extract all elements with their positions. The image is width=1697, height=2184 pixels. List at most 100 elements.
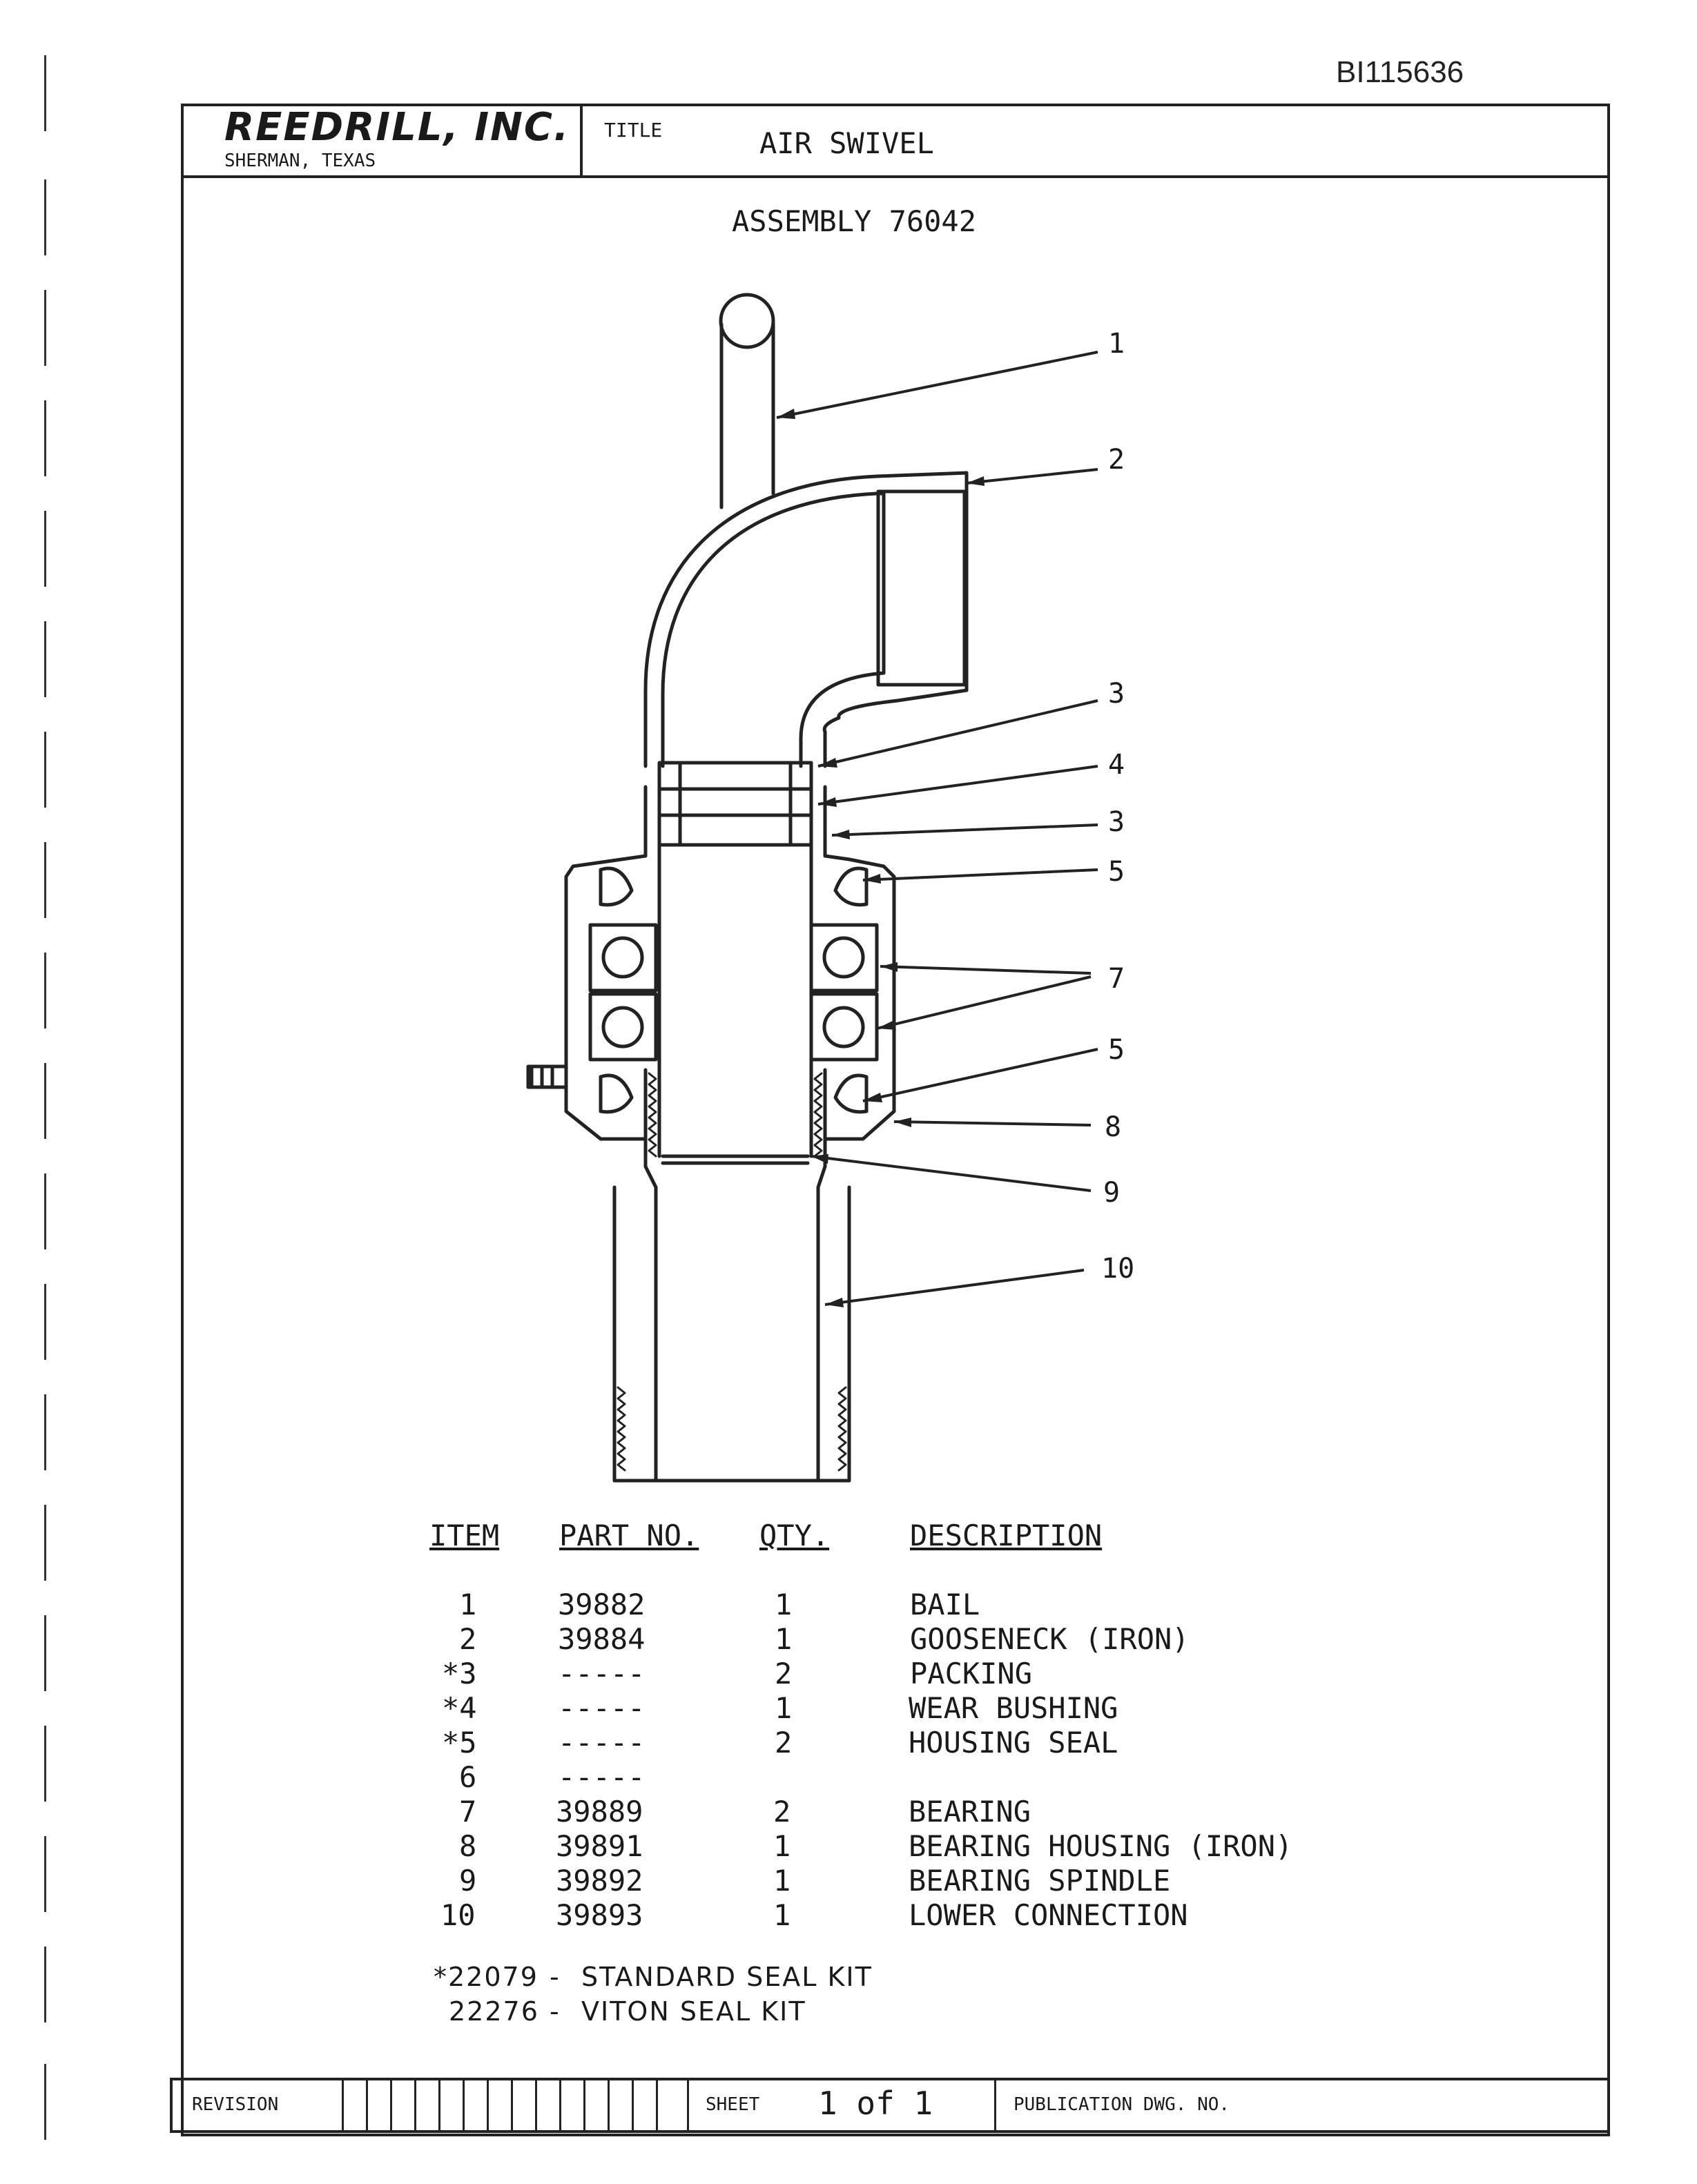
revision-cell-divider xyxy=(487,2078,489,2133)
revision-label: REVISION xyxy=(192,2094,279,2115)
part-no-cell: ----- xyxy=(558,1657,646,1690)
margin-mark xyxy=(44,1505,46,1581)
qty-cell: 1 xyxy=(773,1864,791,1898)
column-header-part-no: PART NO. xyxy=(559,1519,699,1552)
callout-number: 7 xyxy=(1108,963,1125,995)
part-no-cell: 39892 xyxy=(556,1864,643,1898)
callout-number: 2 xyxy=(1108,444,1125,476)
item-cell: 6 xyxy=(459,1760,477,1794)
kit-name: STANDARD SEAL KIT xyxy=(581,1962,873,1992)
revision-cell-divider xyxy=(632,2078,634,2133)
company-location: SHERMAN, TEXAS xyxy=(224,150,376,171)
item-cell: *4 xyxy=(442,1691,477,1725)
qty-cell: 2 xyxy=(775,1726,793,1759)
part-no-cell: 39884 xyxy=(558,1622,646,1656)
description-cell: HOUSING SEAL xyxy=(909,1726,1118,1759)
sheet-number: 1 of 1 xyxy=(818,2085,933,2122)
description-cell: WEAR BUSHING xyxy=(909,1691,1118,1725)
part-no-cell: ----- xyxy=(558,1726,646,1759)
qty-cell: 1 xyxy=(775,1622,793,1656)
margin-mark xyxy=(44,1947,46,2022)
description-cell: LOWER CONNECTION xyxy=(909,1898,1188,1932)
company-name: REEDRILL, INC. xyxy=(224,105,570,150)
column-header-item: ITEM xyxy=(429,1519,500,1552)
column-header-qty: QTY. xyxy=(759,1519,830,1552)
grease-fitting xyxy=(526,1064,568,1089)
revision-block xyxy=(170,2078,1610,2133)
qty-cell: 1 xyxy=(773,1829,791,1863)
revision-cell-divider xyxy=(687,2078,689,2133)
margin-mark xyxy=(44,953,46,1028)
part-no-cell: 39882 xyxy=(558,1588,646,1621)
qty-cell: 2 xyxy=(775,1657,793,1690)
revision-cell-divider xyxy=(366,2078,368,2133)
item-cell: 1 xyxy=(459,1588,477,1621)
margin-mark xyxy=(44,511,46,587)
part-no-cell: 39889 xyxy=(556,1795,643,1829)
callout-number: 5 xyxy=(1108,1034,1125,1066)
description-cell: BAIL xyxy=(910,1588,980,1621)
callout-number: 9 xyxy=(1103,1177,1121,1209)
item-cell: 10 xyxy=(440,1898,476,1932)
qty-cell: 1 xyxy=(773,1898,791,1932)
drawing-title: AIR SWIVEL xyxy=(759,126,934,160)
gooseneck-inner xyxy=(661,491,886,768)
revision-cell-divider xyxy=(583,2078,585,2133)
description-cell: BEARING SPINDLE xyxy=(909,1864,1171,1898)
gooseneck-outer xyxy=(643,471,969,768)
kit-separator: - xyxy=(550,1996,561,2027)
margin-mark xyxy=(44,842,46,918)
item-cell: 2 xyxy=(459,1622,477,1656)
item-cell: *5 xyxy=(442,1726,477,1759)
revision-cell-divider xyxy=(342,2078,344,2133)
qty-cell: 1 xyxy=(775,1691,793,1725)
margin-mark xyxy=(44,55,46,131)
margin-mark xyxy=(44,1284,46,1360)
item-cell: 8 xyxy=(459,1829,477,1863)
document-id: BI115636 xyxy=(1336,55,1464,89)
revision-cell-divider xyxy=(535,2078,537,2133)
callout-number: 5 xyxy=(1108,856,1125,888)
callout-number: 8 xyxy=(1105,1111,1122,1143)
revision-cell-divider xyxy=(656,2078,658,2133)
revision-cell-divider xyxy=(559,2078,561,2133)
bearing-housing-right xyxy=(823,785,896,1141)
revision-cell-divider xyxy=(414,2078,416,2133)
part-no-cell: 39893 xyxy=(556,1898,643,1932)
callout-number: 4 xyxy=(1108,749,1125,781)
gooseneck-thread xyxy=(876,489,967,687)
assembly-number: ASSEMBLY 76042 xyxy=(732,204,977,238)
qty-cell: 2 xyxy=(773,1795,791,1829)
item-cell: *3 xyxy=(442,1657,477,1690)
sheet-label: SHEET xyxy=(706,2094,760,2115)
revision-cell-divider xyxy=(511,2078,513,2133)
description-cell: GOOSENECK (IRON) xyxy=(910,1622,1190,1656)
margin-mark xyxy=(44,179,46,255)
lower-connection xyxy=(643,1164,827,1483)
margin-mark xyxy=(44,1726,46,1802)
publication-label: PUBLICATION DWG. NO. xyxy=(1014,2094,1230,2115)
title-block xyxy=(181,104,1610,178)
qty-cell: 1 xyxy=(775,1588,793,1621)
column-header-description: DESCRIPTION xyxy=(910,1519,1103,1552)
revision-cell-divider xyxy=(463,2078,465,2133)
margin-mark xyxy=(44,1836,46,1912)
description-cell: PACKING xyxy=(910,1657,1033,1690)
sheet-cell-divider xyxy=(994,2078,996,2133)
description-cell: BEARING HOUSING (IRON) xyxy=(909,1829,1293,1863)
margin-mark xyxy=(44,1615,46,1691)
margin-mark xyxy=(44,290,46,366)
callout-number: 3 xyxy=(1108,806,1125,838)
revision-cell-divider xyxy=(390,2078,392,2133)
item-cell: 9 xyxy=(459,1864,477,1898)
margin-mark xyxy=(44,400,46,476)
kit-separator: - xyxy=(550,1962,561,1992)
callout-number: 1 xyxy=(1108,328,1125,360)
kit-name: VITON SEAL KIT xyxy=(581,1996,806,2027)
part-no-cell: ----- xyxy=(558,1760,646,1794)
title-divider xyxy=(580,104,583,178)
bearing-housing-left xyxy=(564,785,648,1141)
margin-mark xyxy=(44,2064,46,2140)
margin-mark xyxy=(44,1173,46,1249)
revision-cell-divider xyxy=(438,2078,440,2133)
